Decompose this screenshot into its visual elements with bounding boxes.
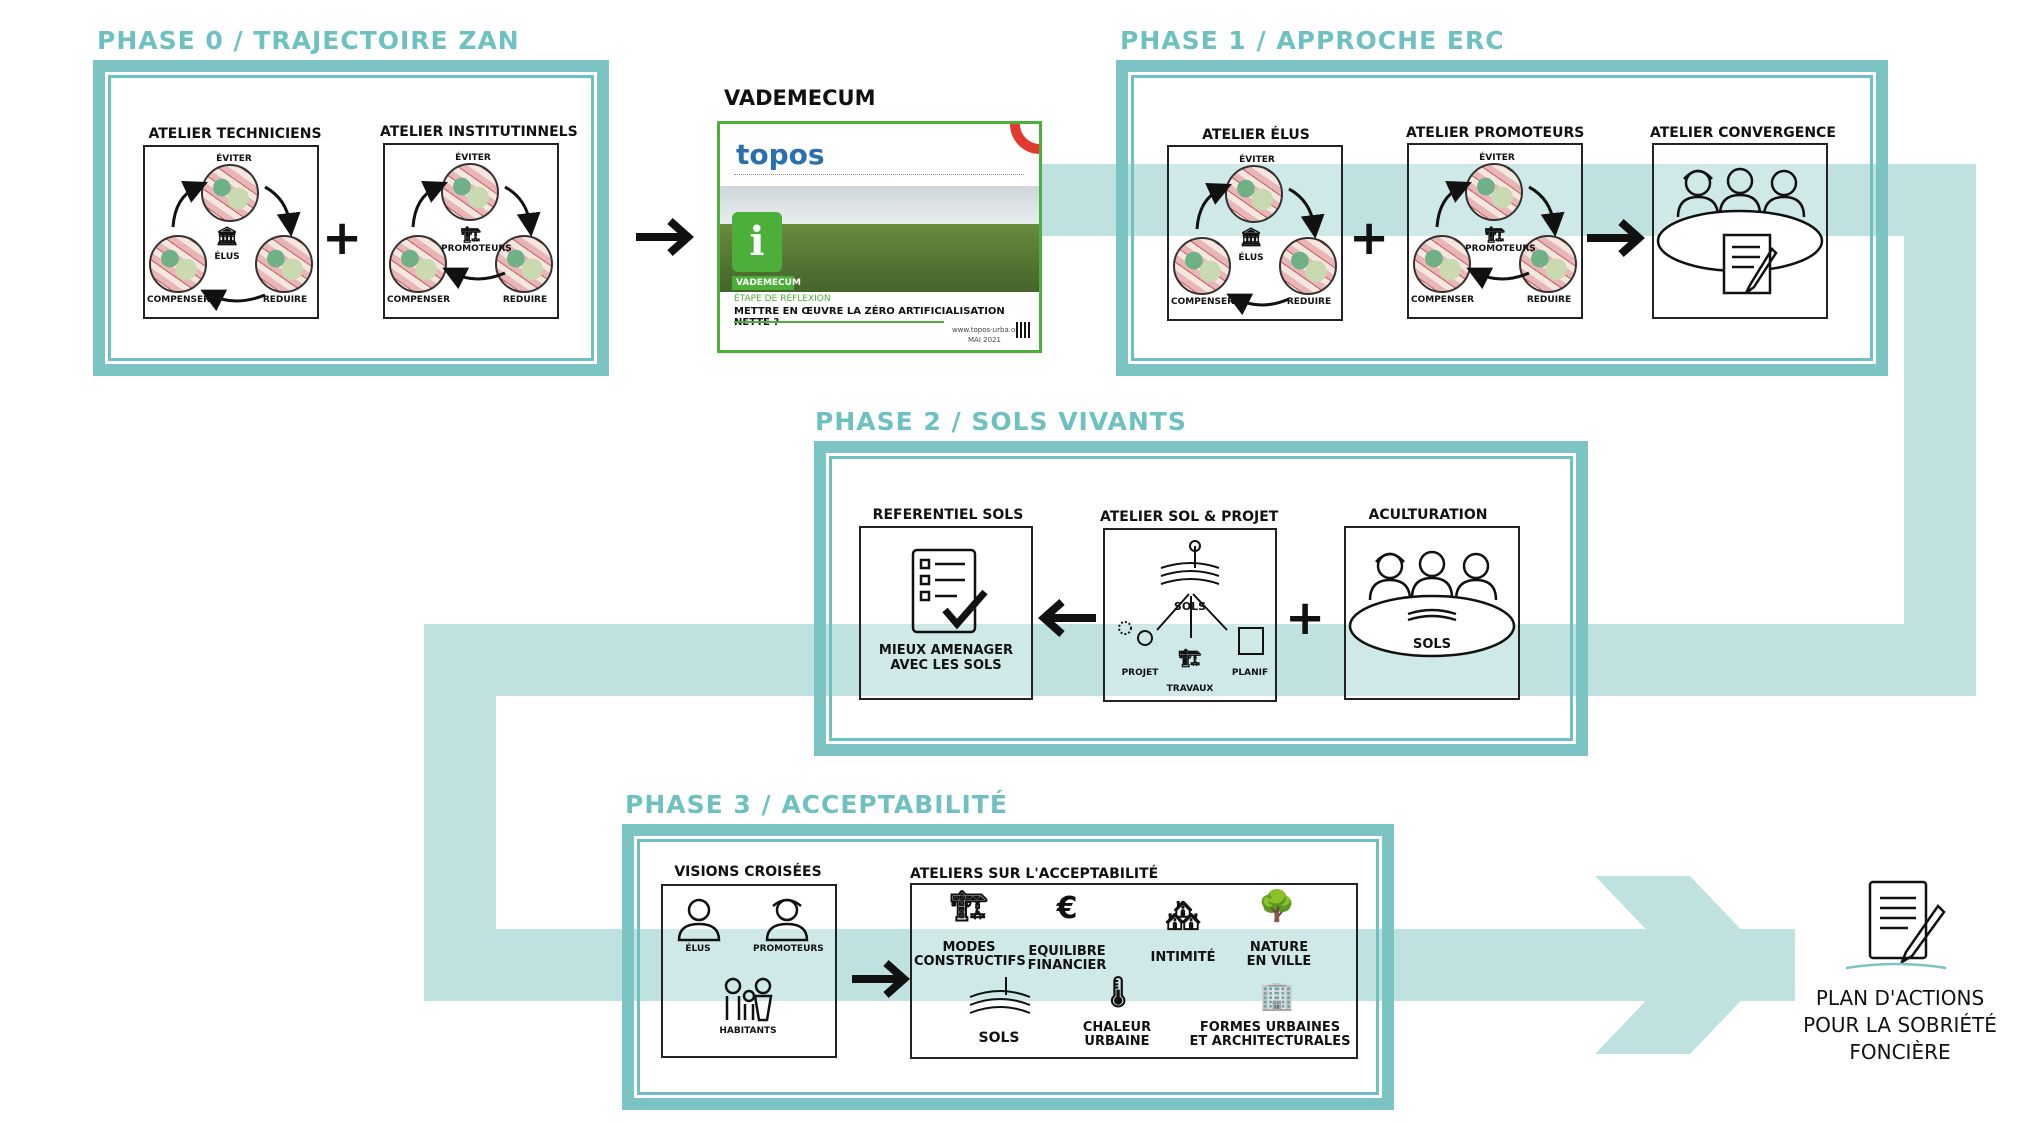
ateliers-acceptabilite-title: ATELIERS SUR L'ACCEPTABILITÉ [910, 866, 1159, 882]
arrow-left-icon [1038, 599, 1096, 637]
meeting-table-icon [1656, 167, 1824, 295]
atelier-promoteurs-title: ATELIER PROMOTEURS [1406, 125, 1585, 141]
thermometer-icon: 🌡 [1098, 975, 1138, 1010]
vademecum-title: VADEMECUM [724, 86, 876, 110]
map-reduire-icon [1519, 235, 1577, 293]
buildings-icon: 🏢 [1259, 979, 1295, 1012]
referentiel-sols-title: REFERENTIEL SOLS [872, 507, 1024, 523]
atelier-techniciens-title: ATELIER TECHNICIENS [148, 126, 322, 142]
vademecum-step: ÉTAPE DE RÉFLEXION [734, 294, 831, 304]
soil-layers-icon [969, 977, 1031, 1014]
atelier-convergence-title: ATELIER CONVERGENCE [1650, 125, 1836, 141]
arrow-right-icon [636, 218, 694, 256]
atelier-elus-title: ATELIER ÉLUS [1202, 127, 1310, 143]
atelier-sol-projet-title: ATELIER SOL & PROJET [1100, 509, 1279, 525]
map-reduire-icon [255, 235, 313, 293]
red-circle-icon [1010, 124, 1039, 154]
topos-logo: topos [736, 138, 825, 171]
phase0-title: PHASE 0 / TRAJECTOIRE ZAN [97, 26, 520, 55]
houses-people-icon: 🏘 [1165, 899, 1201, 932]
atelier-elus-box: 🏛 ÉLUS ÉVITER COMPENSER REDUIRE [1167, 145, 1343, 321]
map-compenser-icon [389, 235, 447, 293]
phase2-frame [814, 441, 1588, 756]
atelier-convergence-box [1652, 143, 1828, 319]
vademecum-url: www.topos-urba.org [952, 326, 1023, 334]
excavator-icon: 🏗 [460, 225, 482, 244]
final-line-1: PLAN D'ACTIONS [1815, 986, 1985, 1010]
referentiel-sols-box: MIEUX AMENAGER AVEC LES SOLS [859, 526, 1033, 700]
plus-icon: + [322, 210, 363, 266]
phase3-frame [622, 824, 1394, 1110]
excavator-icon: 🏗 [1178, 648, 1202, 669]
aculturation-box: SOLS [1344, 526, 1520, 700]
atelier-promoteurs-box: 🏗 PROMOTEURS ÉVITER COMPENSER REDUIRE [1407, 143, 1583, 319]
plus-icon: + [1285, 590, 1326, 646]
phase3-title: PHASE 3 / ACCEPTABILITÉ [625, 790, 1008, 819]
visions-croisees-title: VISIONS CROISÉES [674, 864, 822, 880]
coins-euro-icon: € [1056, 891, 1078, 926]
cycle-arrows-icon [171, 181, 301, 312]
atelier-sol-projet-box: SOLS PROJET 🏗 TRAVAUX PLANIF [1103, 528, 1277, 702]
plus-icon: + [1349, 210, 1390, 266]
trees-icon: 🌳 [1258, 889, 1296, 924]
map-reduire-icon [1279, 237, 1337, 295]
atelier-institutionnels-title: ATELIER INSTITUTINNELS [380, 124, 578, 140]
atelier-institutionnels-box: ÉVITER 🏗 PROMOTEURS COMPENSER REDUIRE [383, 143, 559, 319]
qr-code-icon [1016, 322, 1032, 338]
people-icon [677, 898, 809, 1022]
map-eviter-icon [201, 164, 259, 222]
map-compenser-icon [1173, 237, 1231, 295]
atelier-techniciens-box: ÉVITER 🏛 ÉLUS COMPENSER REDUIRE [143, 145, 319, 319]
institution-icon: 🏛 [1239, 227, 1263, 248]
arrow-right-icon [1587, 219, 1645, 257]
institution-icon: 🏛 [215, 226, 239, 247]
ateliers-acceptabilite-box: 🏗 MODES CONSTRUCTIFS € EQUILIBRE FINANCI… [910, 883, 1358, 1059]
meeting-table-icon [1348, 550, 1516, 658]
phase2-title: PHASE 2 / SOLS VIVANTS [815, 407, 1187, 436]
arrow-right-icon [852, 960, 910, 998]
vademecum-headline: METTRE EN ŒUVRE LA ZÉRO ARTIFICIALISATIO… [734, 306, 1005, 328]
visions-croisees-box: ÉLUS PROMOTEURS HABITANTS [661, 884, 837, 1058]
vademecum-cover[interactable]: topos i VADEMECUM ÉTAPE DE RÉFLEXION MET… [717, 121, 1042, 353]
final-line-2: POUR LA SOBRIÉTÉ [1803, 1013, 1997, 1037]
checklist-icon [911, 548, 988, 634]
info-icon: i [732, 212, 782, 272]
excavator-icon: 🏗 [949, 889, 989, 924]
cycle-arrows-icon [411, 181, 541, 290]
map-compenser-icon [1413, 235, 1471, 293]
map-eviter-icon [1465, 163, 1523, 221]
vademecum-tag: VADEMECUM [732, 276, 801, 290]
aculturation-title: ACULTURATION [1368, 507, 1488, 523]
vademecum-date: MAI 2021 [968, 336, 1001, 344]
map-compenser-icon [149, 235, 207, 293]
cycle-arrows-icon [1435, 181, 1565, 290]
final-line-3: FONCIÈRE [1849, 1040, 1951, 1064]
phase1-title: PHASE 1 / APPROCHE ERC [1120, 26, 1505, 55]
soil-tree-icon [1118, 540, 1264, 655]
phase0-frame [93, 60, 609, 376]
phase1-frame [1116, 60, 1888, 376]
cycle-arrows-icon [1195, 183, 1325, 316]
document-pen-icon [1846, 880, 1947, 970]
excavator-icon: 🏗 [1484, 225, 1506, 244]
